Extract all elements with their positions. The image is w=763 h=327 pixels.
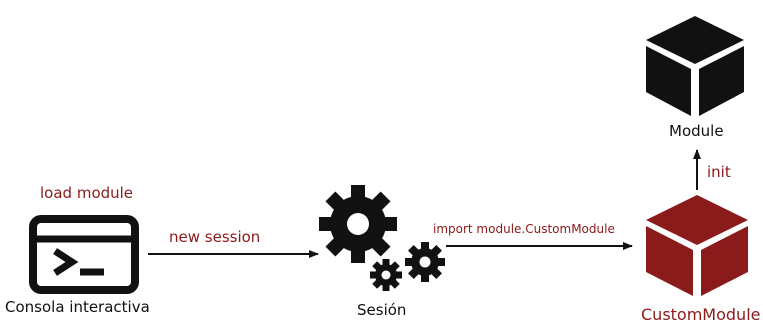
custom-module-cube-icon xyxy=(646,195,748,296)
edge-label-new-session: new session xyxy=(169,228,261,246)
node-label-module: Module xyxy=(669,122,724,140)
edge-label-load-module: load module xyxy=(40,184,134,202)
edge-label-import-module: import module.CustomModule xyxy=(433,222,615,236)
module-cube-icon xyxy=(646,16,744,116)
gears-icon xyxy=(319,185,445,291)
terminal-icon xyxy=(29,215,139,294)
node-label-session: Sesión xyxy=(357,301,407,319)
node-label-console: Consola interactiva xyxy=(5,298,150,316)
small-gear-bottom xyxy=(370,259,402,291)
edge-label-init: init xyxy=(707,163,731,181)
large-gear xyxy=(319,185,397,263)
small-gear-right xyxy=(405,242,445,282)
node-label-custom-module: CustomModule xyxy=(641,305,761,324)
